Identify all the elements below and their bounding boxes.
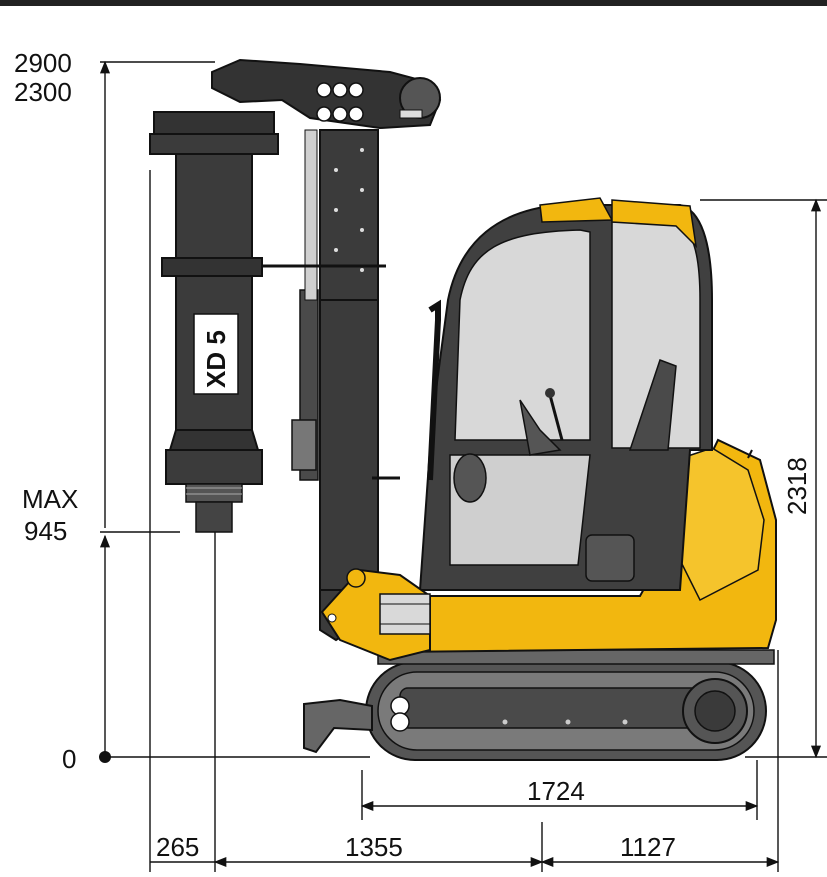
offset-left-label: 265 [156,832,199,862]
drill-driver: XD 5 [149,111,386,533]
origin-dot [99,751,111,763]
mast-head [211,58,442,130]
height-max-label: 2900 [14,48,72,78]
crawler-track [365,661,767,761]
cab-height-label: 2318 [782,457,812,515]
offset-right-label: 1127 [620,832,676,862]
top-border [0,0,827,6]
model-plate [193,313,239,395]
model-label: XD 5 [201,330,231,388]
front-arm [320,568,431,662]
operator-cab [418,197,713,591]
depth-prefix-label: MAX [22,484,78,514]
offset-mid-label: 1355 [345,832,403,862]
origin-label: 0 [62,744,76,774]
dimension-lines [99,60,827,872]
depth-value-label: 945 [24,516,67,546]
drilling-mast [291,129,400,642]
upper-chassis [377,438,777,665]
height-min-label: 2300 [14,77,72,107]
dozer-blade [303,698,373,754]
track-length-label: 1724 [527,776,585,806]
